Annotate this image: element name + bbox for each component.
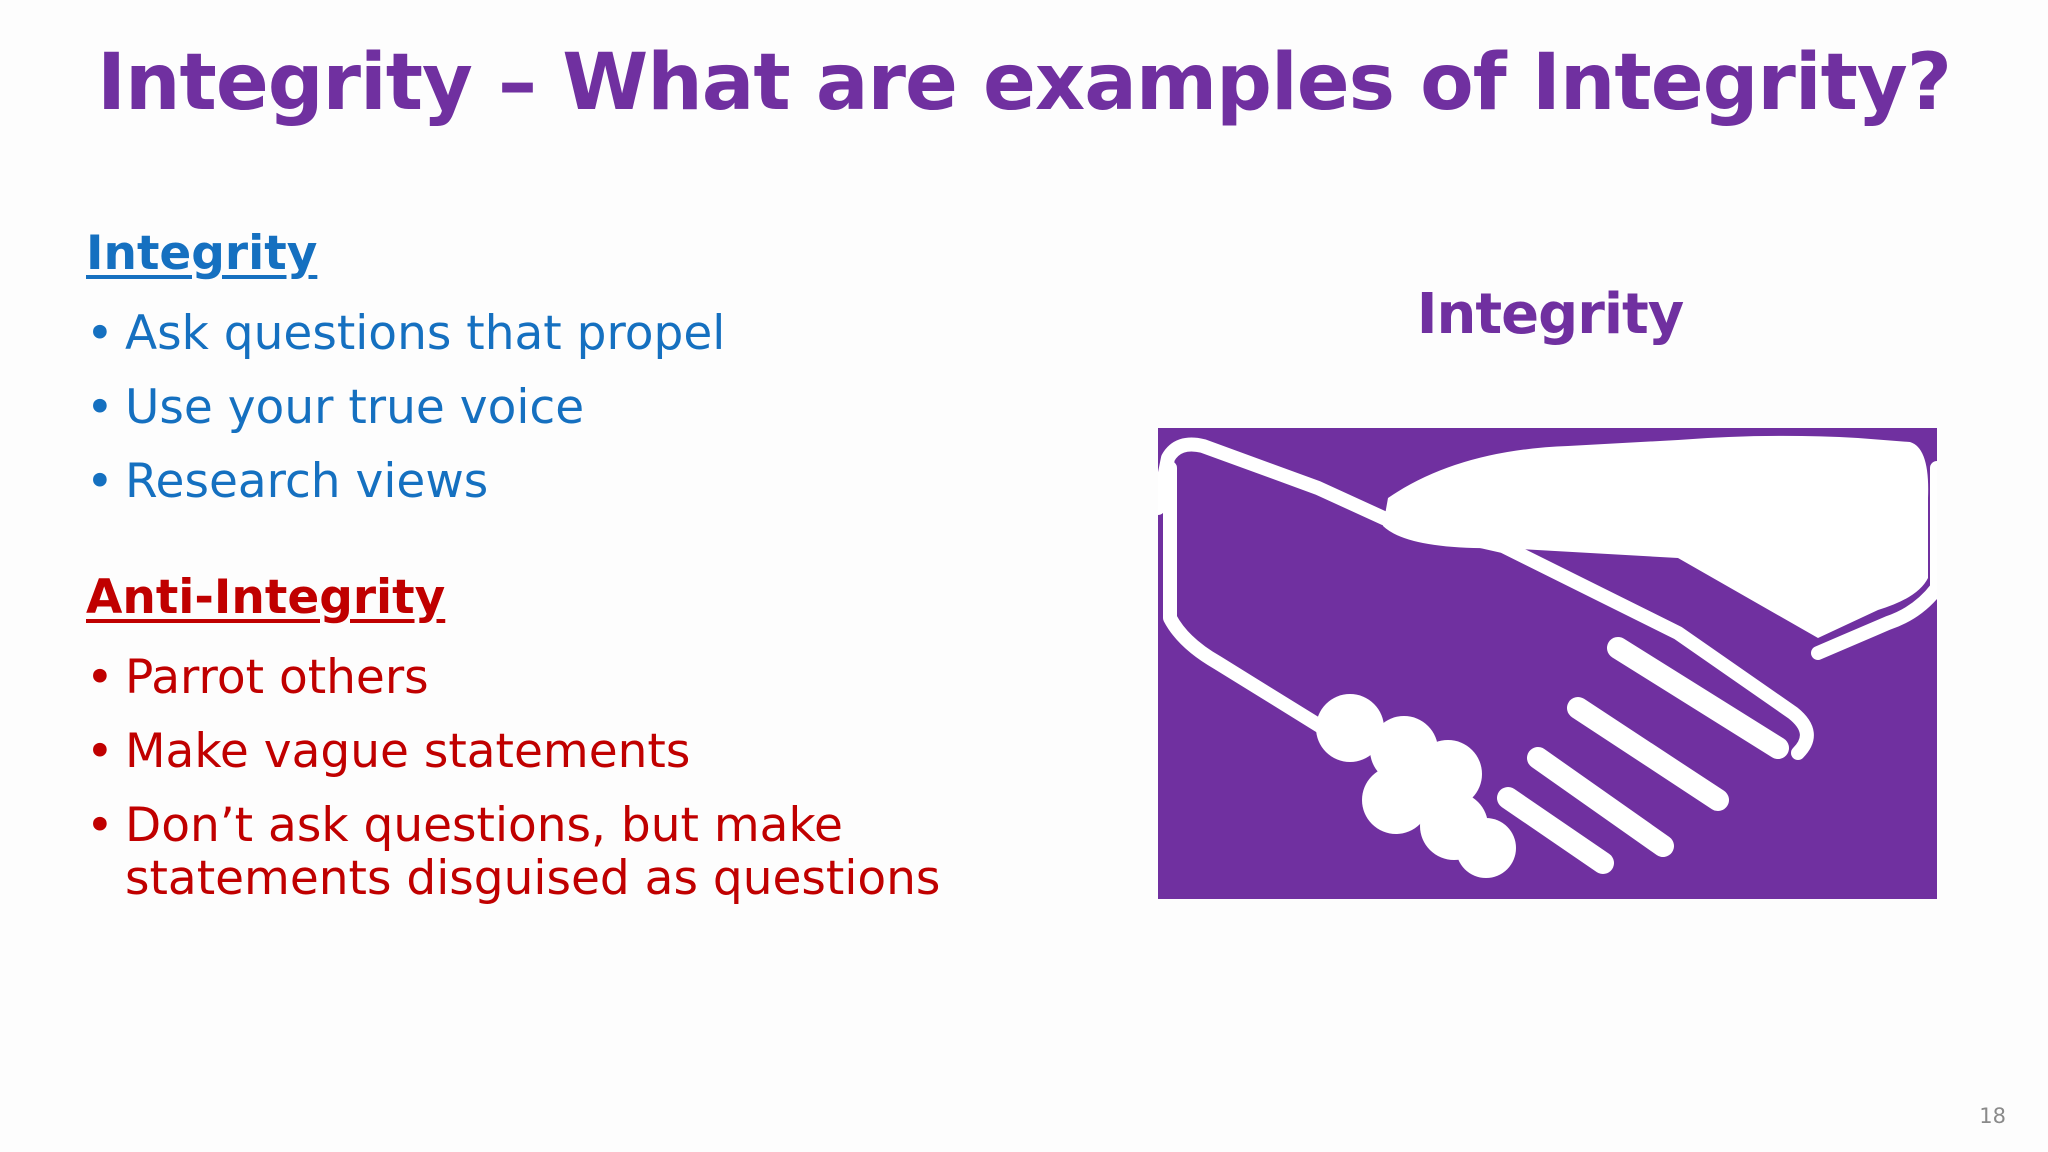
integrity-section: Integrity Ask questions that propel Use … bbox=[86, 222, 986, 508]
handshake-icon bbox=[1158, 435, 1937, 878]
list-item: Don’t ask questions, but make statements… bbox=[86, 799, 945, 905]
list-item: Ask questions that propel bbox=[86, 307, 986, 360]
integrity-heading: Integrity bbox=[86, 226, 318, 281]
anti-integrity-heading: Anti-Integrity bbox=[86, 570, 446, 625]
text-column: Integrity Ask questions that propel Use … bbox=[86, 222, 986, 905]
image-caption: Integrity bbox=[1416, 282, 1685, 347]
integrity-list: Ask questions that propel Use your true … bbox=[86, 307, 986, 508]
list-item: Make vague statements bbox=[86, 725, 986, 778]
list-item: Use your true voice bbox=[86, 381, 986, 434]
handshake-image bbox=[1158, 428, 1937, 899]
page-number: 18 bbox=[1979, 1104, 2006, 1128]
slide-title: Integrity – What are examples of Integri… bbox=[96, 38, 1952, 128]
anti-integrity-list: Parrot others Make vague statements Don’… bbox=[86, 651, 986, 905]
list-item: Research views bbox=[86, 455, 986, 508]
list-item: Parrot others bbox=[86, 651, 986, 704]
anti-integrity-section: Anti-Integrity Parrot others Make vague … bbox=[86, 566, 986, 905]
